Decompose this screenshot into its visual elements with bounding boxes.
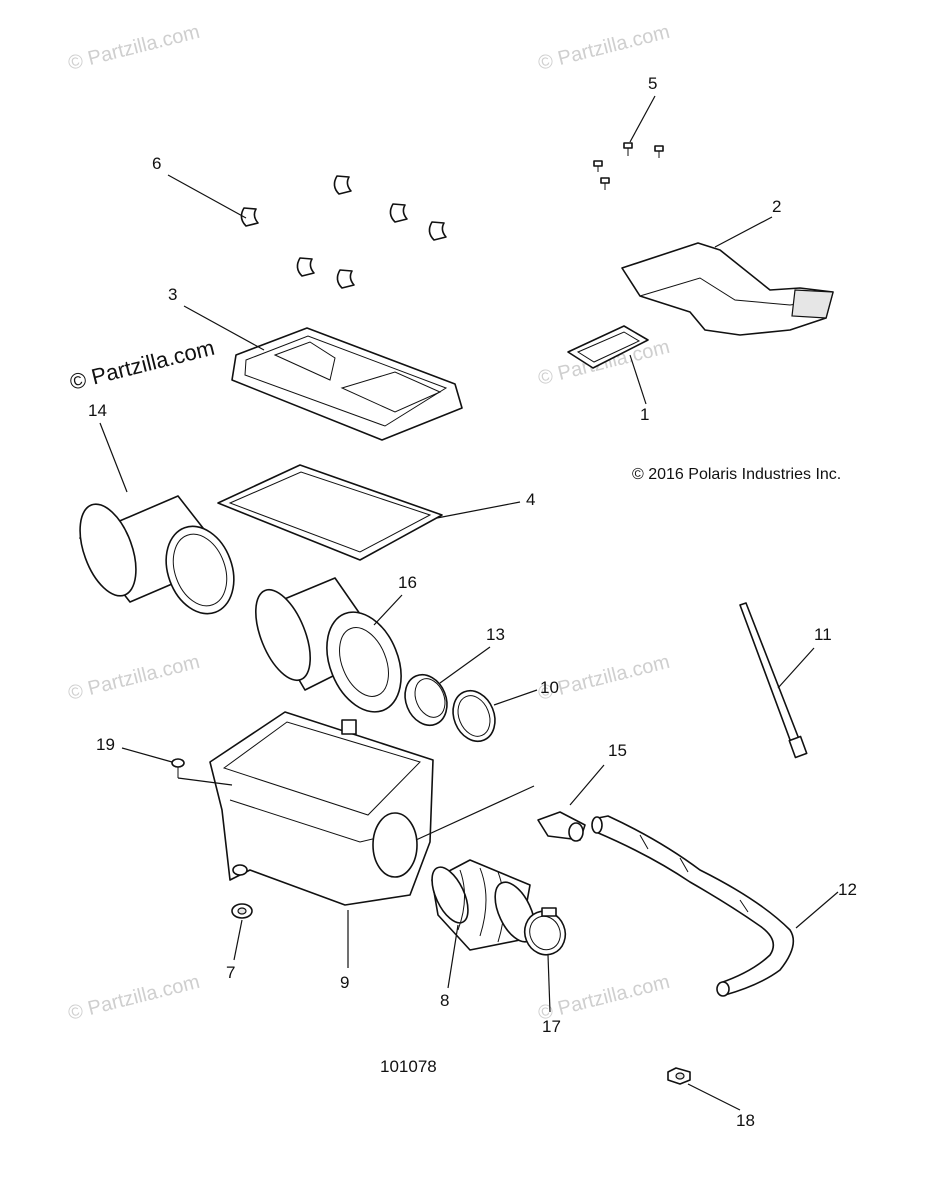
leader-15 xyxy=(569,764,605,806)
leader-3 xyxy=(183,305,265,351)
callout-8: 8 xyxy=(440,991,449,1010)
leader-2 xyxy=(714,216,773,248)
leader-7 xyxy=(233,919,243,961)
watermark-dark: © Partzilla.com xyxy=(67,335,217,395)
diagram-number: 101078 xyxy=(380,1057,437,1076)
callout-17: 17 xyxy=(542,1017,561,1036)
callout-2: 2 xyxy=(772,197,781,216)
callout-15: 15 xyxy=(608,741,627,760)
watermark: © Partzilla.com xyxy=(536,21,672,75)
part-15-fitting[interactable] xyxy=(537,811,586,842)
callout-4: 4 xyxy=(526,490,535,509)
callout-3: 3 xyxy=(168,285,177,304)
callout-6: 6 xyxy=(152,154,161,173)
part-7-grommet[interactable] xyxy=(231,903,253,919)
leader-12 xyxy=(795,891,839,929)
part-18-clip[interactable] xyxy=(667,1067,691,1085)
callout-12: 12 xyxy=(838,880,857,899)
leader-19 xyxy=(121,747,173,763)
part-13-coupler[interactable] xyxy=(398,668,455,731)
part-19-screw[interactable] xyxy=(171,758,185,778)
callout-7: 7 xyxy=(226,963,235,982)
leader-13 xyxy=(439,646,491,684)
leader-1 xyxy=(629,354,647,405)
leader-6 xyxy=(167,174,247,219)
callout-18: 18 xyxy=(736,1111,755,1130)
part-6-clips[interactable] xyxy=(240,175,447,289)
callout-1: 1 xyxy=(640,405,649,424)
leader-10 xyxy=(493,689,538,706)
watermark: © Partzilla.com xyxy=(66,651,202,705)
leader-5 xyxy=(629,95,656,143)
callout-5: 5 xyxy=(648,74,657,93)
copyright-text: © 2016 Polaris Industries Inc. xyxy=(632,466,841,483)
part-9-airbox-base[interactable] xyxy=(209,711,434,906)
callout-16: 16 xyxy=(398,573,417,592)
part-2-intake-duct[interactable] xyxy=(621,242,834,336)
watermark: © Partzilla.com xyxy=(66,971,202,1025)
callout-11: 11 xyxy=(814,625,832,644)
part-1-seal[interactable] xyxy=(567,325,649,369)
callout-14: 14 xyxy=(88,401,107,420)
part-10-clamp[interactable] xyxy=(446,684,503,747)
watermark: © Partzilla.com xyxy=(66,21,202,75)
part-3-airbox-lid[interactable] xyxy=(231,327,463,441)
callout-13: 13 xyxy=(486,625,505,644)
leader-15-b xyxy=(415,785,535,841)
callout-10: 10 xyxy=(540,678,559,697)
callout-19: 19 xyxy=(96,735,115,754)
leader-4 xyxy=(436,501,521,519)
leader-17 xyxy=(547,954,551,1013)
part-11-strap[interactable] xyxy=(739,602,808,759)
part-12-breather-hose[interactable] xyxy=(591,815,795,997)
callout-9: 9 xyxy=(340,973,349,992)
leader-19-b xyxy=(177,777,233,786)
leader-16 xyxy=(373,594,403,626)
part-14-prefilter[interactable] xyxy=(69,495,245,623)
part-4-gasket[interactable] xyxy=(217,464,443,561)
part-17-clamp[interactable] xyxy=(518,905,572,961)
part-5-screws[interactable] xyxy=(593,142,664,190)
leader-18 xyxy=(687,1083,741,1111)
leader-11 xyxy=(777,647,815,689)
leader-8 xyxy=(447,924,459,989)
part-8-intake-boot[interactable] xyxy=(425,859,543,951)
part-16-air-filter[interactable] xyxy=(245,577,415,723)
leader-14 xyxy=(99,422,128,493)
